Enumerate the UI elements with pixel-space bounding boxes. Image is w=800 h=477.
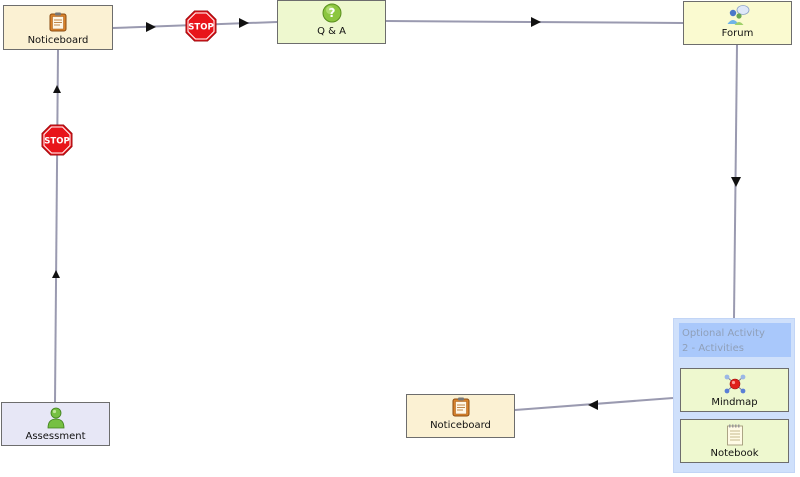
arrow-head	[588, 400, 598, 410]
user-icon	[47, 407, 65, 429]
activity-label: Forum	[721, 28, 754, 39]
arrow-head	[53, 85, 61, 93]
activity-label: Q & A	[317, 26, 346, 37]
activity-mindmap[interactable]: Mindmap	[680, 368, 789, 412]
activity-forum[interactable]: Forum	[683, 1, 792, 45]
activity-label: Assessment	[25, 431, 86, 442]
activity-assessment[interactable]: Assessment	[1, 402, 110, 446]
mindmap-icon	[723, 373, 747, 395]
noticeboard-icon	[452, 396, 470, 418]
activity-label: Notebook	[710, 448, 759, 459]
activity-noticeboard-bottom[interactable]: Noticeboard	[406, 394, 515, 438]
stop-gate-label: STOP	[188, 23, 213, 33]
question-icon: ?	[322, 2, 342, 24]
notebook-icon	[726, 424, 744, 446]
stop-sign-icon: STOP	[41, 124, 73, 156]
optional-activity-group[interactable]: Optional Activity 2 - Activities Mi	[673, 318, 795, 473]
arrow-head	[531, 17, 541, 27]
arrow-head	[52, 270, 60, 278]
activity-notebook[interactable]: Notebook	[680, 419, 789, 463]
arrow-head	[731, 177, 741, 187]
optional-activity-title: Optional Activity	[682, 328, 765, 339]
noticeboard-icon	[49, 11, 67, 33]
stop-sign-icon: STOP	[185, 10, 217, 42]
activity-qa[interactable]: ? Q & A	[277, 0, 386, 44]
arrow-head	[146, 22, 156, 32]
optional-activity-header: Optional Activity 2 - Activities	[679, 323, 791, 357]
stop-gate-label: STOP	[44, 137, 69, 147]
arrow-head	[239, 18, 249, 28]
activity-label: Mindmap	[711, 397, 758, 408]
svg-text:?: ?	[328, 6, 335, 20]
stop-gate-1[interactable]: STOP	[185, 10, 217, 42]
edge-assessment-to-noticeboard	[54, 49, 59, 403]
optional-activity-count: 2 - Activities	[682, 343, 744, 354]
activity-noticeboard-top[interactable]: Noticeboard	[3, 5, 113, 50]
stop-gate-2[interactable]: STOP	[41, 124, 73, 156]
forum-icon	[726, 4, 750, 26]
activity-label: Noticeboard	[430, 420, 491, 431]
activity-label: Noticeboard	[27, 35, 89, 46]
